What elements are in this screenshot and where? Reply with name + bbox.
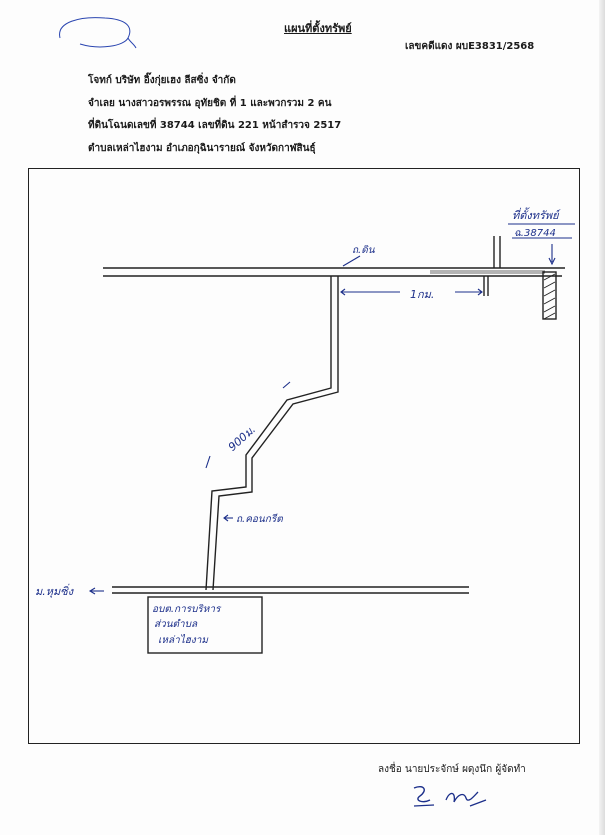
sao-box-line-2: ส่วนตำบล xyxy=(154,618,198,630)
village-label: ม.หุมซิ่ง xyxy=(35,583,75,598)
dirt-road-label: ถ.ดิน xyxy=(352,244,376,256)
location-line: ตำบลเหล่าไฮงาม อำเภอกุฉินารายณ์ จังหวัดก… xyxy=(88,143,316,154)
sao-box-line-3: เหล่าไฮงาม xyxy=(158,634,209,646)
page-edge-shadow xyxy=(599,0,605,835)
map-frame xyxy=(28,168,580,744)
plaintiff-line: โจทก์ บริษัท อิ๊งกุ่ยเฮง ลีสซิ่ง จำกัด xyxy=(88,75,236,86)
deed-line: ที่ดินโฉนดเลขที่ 38744 เลขที่ดิน 221 หน้… xyxy=(88,120,342,131)
winding-road-right xyxy=(212,276,339,591)
property-location-label: ที่ตั้งทรัพย์ xyxy=(512,207,562,222)
scribble-mark xyxy=(59,17,137,49)
property-parcel xyxy=(542,271,557,320)
signature-caption: ลงชื่อ นายประจักษ์ ผดุงนึก ผู้จัดทำ xyxy=(378,764,526,775)
handwritten-signature xyxy=(413,786,487,807)
concrete-road-label: ถ.คอนกรีต xyxy=(236,513,283,525)
document-title: แผนที่ตั้งทรัพย์ xyxy=(284,22,352,35)
distance-1km-label: 1กม. xyxy=(410,288,434,301)
defendant-line: จำเลย นางสาวอรพรรณ อุทัยชิต ที่ 1 และพวก… xyxy=(88,98,332,109)
sao-box-line-1: อบต.การบริหาร xyxy=(152,603,222,615)
sao-office-box xyxy=(147,596,263,654)
case-number: เลขคดีแดง ผบE3831/2568 xyxy=(405,41,535,52)
winding-road-left xyxy=(205,276,332,591)
deed-number-label: ฉ.38744 xyxy=(514,228,556,239)
distance-900m-label: 900ม. xyxy=(226,423,258,454)
